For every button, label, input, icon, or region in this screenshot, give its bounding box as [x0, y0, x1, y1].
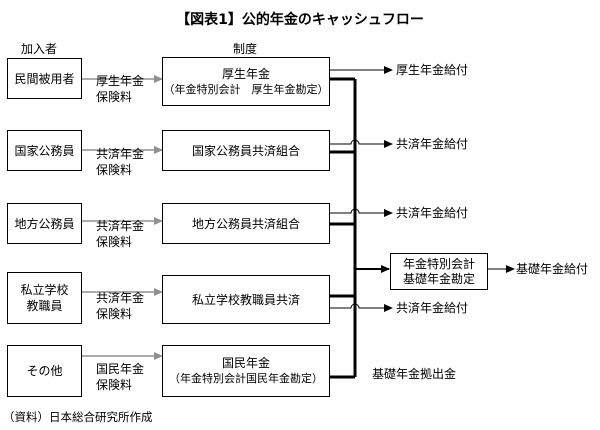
header-participants: 加入者	[21, 42, 58, 56]
benefit-label-mutual-aid-2: 共済年金給付	[396, 206, 469, 220]
system-box-private-school-mutual-aid: 私立学校教職員共済	[162, 275, 330, 324]
contribution-label-2: 共済年金保険料	[96, 147, 145, 177]
benefit-arrow-3	[330, 208, 393, 217]
system-box-employees-pension: 厚生年金 （年金特別会計 厚生年金勘定）	[162, 57, 330, 106]
system-account: （年金特別会計国民年金勘定）	[169, 372, 323, 385]
benefit-label-mutual-aid-1: 共済年金給付	[396, 137, 469, 151]
participant-box-private-school-staff: 私立学校 教職員	[7, 272, 82, 324]
system-box-local-mutual-aid: 地方公務員共済組合	[162, 203, 330, 244]
basic-pension-contribution-label: 基礎年金拠出金	[372, 367, 457, 381]
contribution-label-3: 共済年金保険料	[96, 219, 145, 249]
system-name: 国家公務員共済組合	[191, 143, 300, 158]
participant-box-national-civil-servants: 国家公務員	[7, 130, 82, 171]
source-note: （資料）日本総合研究所作成	[3, 410, 153, 424]
system-box-national-pension: 国民年金 （年金特別会計国民年金勘定）	[162, 345, 330, 397]
system-name: 国民年金	[221, 356, 270, 370]
participant-box-private-employees: 民間被用者	[7, 58, 82, 99]
participant-label: 私立学校	[20, 283, 69, 297]
basic-pension-account-box: 年金特別会計 基礎年金勘定	[390, 253, 488, 290]
participant-label: 国家公務員	[14, 143, 75, 158]
system-account: （年金特別会計 厚生年金勘定）	[163, 82, 329, 96]
system-name: 私立学校教職員共済	[191, 292, 300, 307]
benefit-arrow-2	[330, 139, 393, 148]
benefit-label-mutual-aid-3: 共済年金給付	[396, 301, 469, 315]
basic-account-line2: 基礎年金勘定	[402, 271, 475, 286]
benefit-arrow-4	[330, 303, 393, 312]
participant-box-others: その他	[7, 345, 82, 397]
system-box-national-mutual-aid: 国家公務員共済組合	[162, 130, 330, 171]
contribution-label-1: 厚生年金保険料	[96, 74, 145, 104]
header-system: 制度	[233, 42, 258, 56]
participant-label: 民間被用者	[14, 71, 75, 86]
participant-box-local-civil-servants: 地方公務員	[7, 203, 82, 244]
figure-title: 【図表1】公的年金のキャッシュフロー	[176, 12, 424, 28]
participant-label: その他	[26, 364, 63, 378]
participant-label-line2: 教職員	[26, 299, 63, 313]
system-name: 地方公務員共済組合	[191, 216, 300, 231]
basic-pension-benefit-label: 基礎年金給付	[516, 262, 589, 276]
benefit-label-employees-pension: 厚生年金給付	[396, 63, 469, 77]
basic-account-line1: 年金特別会計	[402, 256, 475, 271]
contribution-label-5: 国民年金保険料	[96, 362, 145, 392]
system-name: 厚生年金	[221, 66, 270, 81]
participant-label: 地方公務員	[14, 216, 75, 231]
contribution-label-4: 共済年金保険料	[96, 291, 145, 321]
